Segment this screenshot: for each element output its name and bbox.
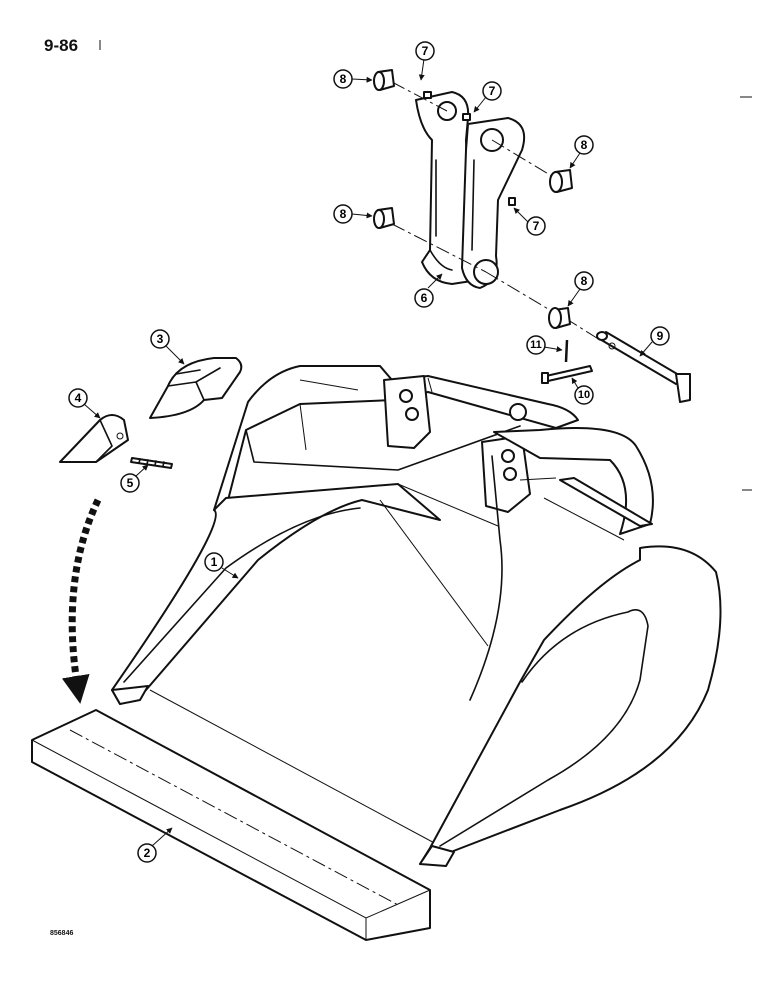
svg-text:7: 7: [489, 84, 496, 98]
bushing-top-left: [373, 69, 395, 91]
callout-7-lower: 7: [513, 207, 546, 236]
callout-2: 2: [137, 827, 173, 863]
callout-7-mid: 7: [473, 81, 502, 113]
tooth-adapter: [149, 357, 243, 419]
svg-text:8: 8: [340, 207, 347, 221]
callout-4: 4: [68, 388, 101, 419]
svg-text:8: 8: [340, 72, 347, 86]
callout-10: 10: [571, 377, 594, 405]
svg-text:1: 1: [211, 555, 218, 569]
tooth-pin: [130, 457, 173, 469]
callout-3: 3: [150, 329, 185, 365]
callout-8-right: 8: [569, 135, 594, 169]
svg-text:7: 7: [422, 44, 429, 58]
svg-text:7: 7: [533, 219, 540, 233]
callout-8-bottom: 8: [567, 271, 594, 307]
svg-text:5: 5: [127, 476, 134, 490]
callout-7-top: 7: [415, 41, 435, 81]
svg-text:9: 9: [657, 329, 664, 343]
bolt: [541, 365, 593, 384]
svg-text:2: 2: [144, 846, 151, 860]
callout-9: 9: [639, 326, 670, 357]
callout-1: 1: [204, 552, 239, 579]
callout-6: 6: [414, 273, 443, 308]
svg-text:10: 10: [578, 389, 590, 401]
svg-text:11: 11: [530, 339, 542, 351]
svg-text:8: 8: [581, 274, 588, 288]
retainer: [564, 339, 569, 363]
svg-text:6: 6: [421, 291, 428, 305]
callout-8-mid-left: 8: [333, 204, 373, 224]
pin: [596, 331, 691, 403]
tooth: [59, 414, 129, 463]
bushing-mid-left: [373, 207, 395, 229]
cutting-edge: [31, 709, 431, 941]
install-arrow: [61, 498, 102, 704]
callout-5: 5: [120, 464, 149, 493]
svg-text:8: 8: [581, 138, 588, 152]
figure-code: 856846: [50, 930, 74, 937]
page-number: 9-86: [44, 36, 79, 55]
svg-text:3: 3: [157, 332, 164, 346]
svg-text:4: 4: [75, 391, 82, 405]
bucket: [111, 365, 722, 867]
link-assembly: [415, 91, 526, 289]
callout-11: 11: [526, 335, 563, 355]
bushing-right: [549, 169, 573, 193]
callout-8-top-left: 8: [333, 69, 373, 89]
bushing-bottom: [548, 307, 571, 329]
